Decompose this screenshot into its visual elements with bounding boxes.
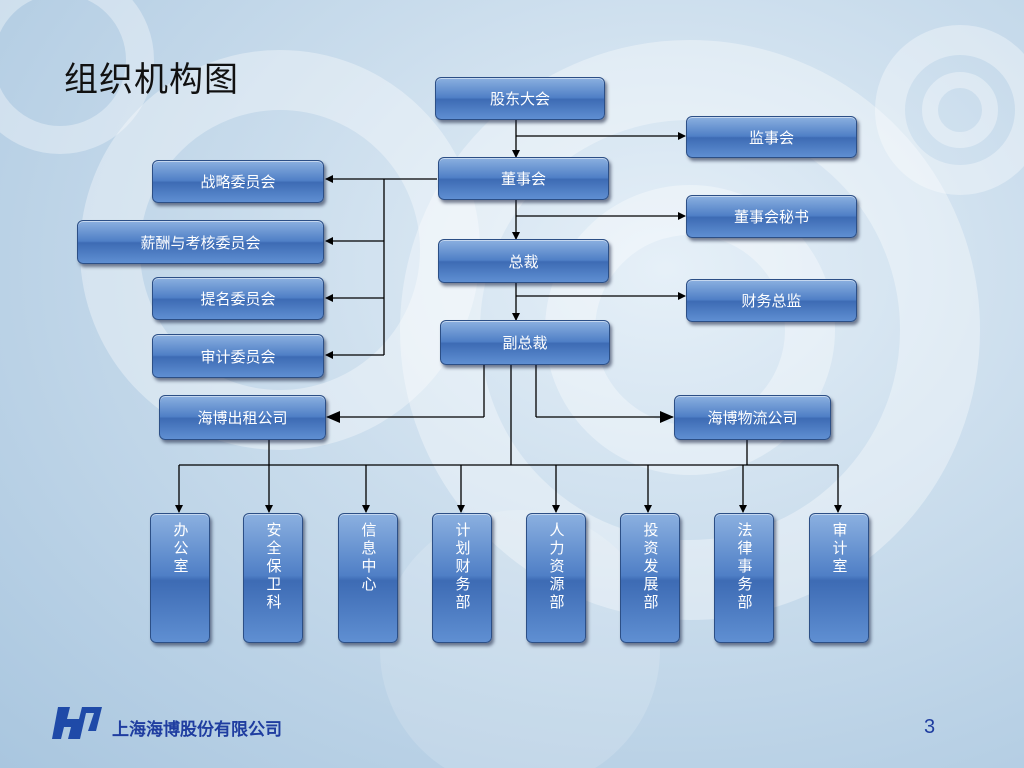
dept-investment-development: 投资发展部	[620, 513, 680, 643]
footer-company-name: 上海海博股份有限公司	[112, 720, 282, 740]
dept-information-center: 信息中心	[338, 513, 398, 643]
node-compensation-committee: 薪酬与考核委员会	[77, 220, 324, 264]
dept-label: 信息中心	[359, 522, 378, 594]
node-logistics-company: 海博物流公司	[674, 395, 831, 440]
dept-planning-finance: 计划财务部	[432, 513, 492, 643]
node-president: 总裁	[438, 239, 609, 283]
dept-label: 安全保卫科	[264, 522, 283, 612]
dept-security: 安全保卫科	[243, 513, 303, 643]
node-vice-president: 副总裁	[440, 320, 610, 365]
node-board-of-directors: 董事会	[438, 157, 609, 200]
dept-label: 人力资源部	[547, 522, 566, 612]
node-audit-committee: 审计委员会	[152, 334, 324, 378]
node-rental-company: 海博出租公司	[159, 395, 326, 440]
dept-office: 办公室	[150, 513, 210, 643]
dept-audit-office: 审计室	[809, 513, 869, 643]
dept-label: 计划财务部	[453, 522, 472, 612]
dept-human-resources: 人力资源部	[526, 513, 586, 643]
company-logo-icon	[52, 707, 102, 739]
node-nomination-committee: 提名委员会	[152, 277, 324, 320]
dept-label: 法律事务部	[735, 522, 754, 612]
page-number: 3	[924, 716, 936, 738]
node-strategy-committee: 战略委员会	[152, 160, 324, 203]
dept-legal-affairs: 法律事务部	[714, 513, 774, 643]
dept-label: 办公室	[171, 522, 190, 576]
slide-title: 组织机构图	[64, 60, 239, 100]
node-cfo: 财务总监	[686, 279, 857, 322]
node-supervisory-board: 监事会	[686, 116, 857, 158]
node-shareholders: 股东大会	[435, 77, 605, 120]
node-board-secretary: 董事会秘书	[686, 195, 857, 238]
dept-label: 审计室	[830, 522, 849, 576]
dept-label: 投资发展部	[641, 522, 660, 612]
